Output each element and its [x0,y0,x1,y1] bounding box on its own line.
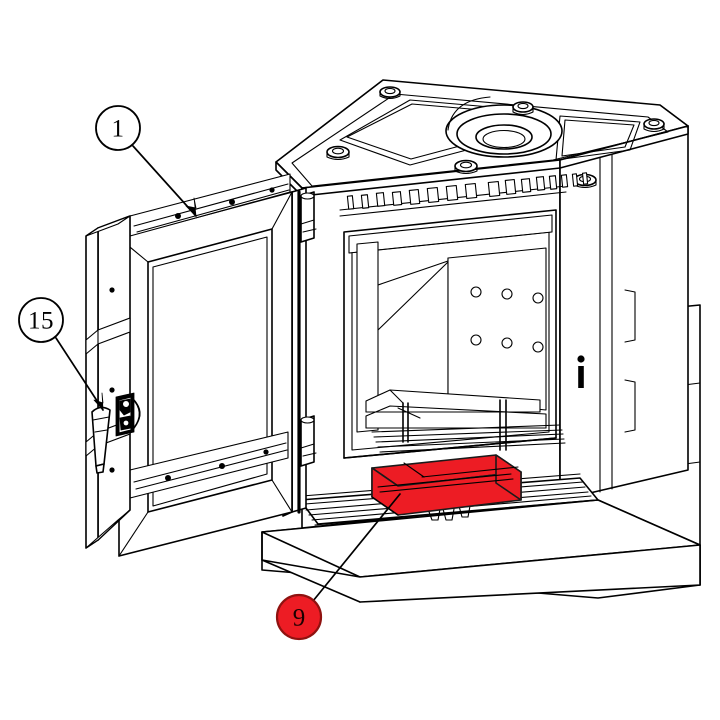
latch-pin-detail [577,355,585,388]
callout-15-leader [55,337,104,411]
flue-collar [445,96,563,158]
callout-1-circle[interactable] [95,105,141,151]
stove-door-assembly[interactable] [85,173,317,557]
door-handle[interactable] [91,392,141,474]
callout-15-label: 15 [28,308,54,335]
callout-9-label: 9 [293,605,306,632]
callout-1-leader [132,145,197,217]
callout-9-leader [312,493,401,602]
hinge-upper [300,191,317,243]
callout-1[interactable]: 1 [95,105,197,217]
door-bottom-rail [129,431,289,499]
stove-body [261,79,701,603]
door-frame [118,191,293,557]
callout-15[interactable]: 15 [18,297,104,411]
callout-9-circle[interactable] [275,593,323,641]
firebox-interior [343,209,566,459]
hinge-lower [300,415,317,467]
rear-lining-holes [470,286,544,353]
callout-1-label: 1 [112,116,125,143]
vent-slot-row [339,172,589,217]
grate-assembly [365,389,566,453]
door-left-stile [85,215,131,549]
callout-15-circle[interactable] [18,297,64,343]
callout-9[interactable]: 9 [275,493,401,641]
